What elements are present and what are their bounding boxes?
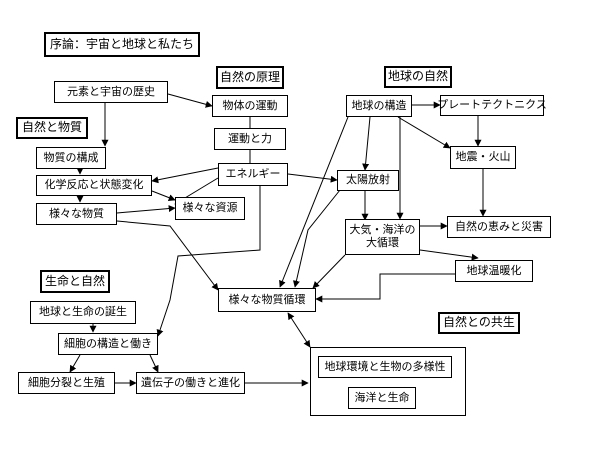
edge-global-warming-to-matter-cycle xyxy=(315,273,455,303)
edge-cell-structure-to-gene xyxy=(149,354,159,373)
node-element-history: 元素と宇宙の歴史 xyxy=(54,81,168,103)
node-various-matter: 様々な物質 xyxy=(36,203,117,225)
edge-energy-to-chemical-reaction xyxy=(151,167,219,184)
node-gene-evolution: 遺伝子の働きと進化 xyxy=(136,372,245,394)
node-environment-diversity: 地球環境と生物の多様性 xyxy=(318,356,452,378)
environment-group-frame xyxy=(310,347,466,416)
edge-element-history-to-object-motion xyxy=(167,93,213,108)
node-quake-volcano: 地震・火山 xyxy=(450,146,516,169)
diagram-title: 序論：宇宙と地球と私たち xyxy=(44,32,200,57)
node-global-warming: 地球温暖化 xyxy=(455,260,533,282)
node-matter-structure: 物質の構成 xyxy=(36,147,106,169)
node-blessings-disasters: 自然の恵みと災害 xyxy=(447,216,551,238)
section-life-and-nature: 生命と自然 xyxy=(40,270,110,293)
node-energy: エネルギー xyxy=(218,163,288,186)
edge-energy-to-solar-radiation xyxy=(287,173,338,183)
edge-atmosphere-to-matter-cycle xyxy=(312,254,346,289)
node-solar-radiation: 太陽放射 xyxy=(337,170,399,191)
node-ocean-life: 海洋と生命 xyxy=(348,387,416,409)
edge-earth-structure-to-matter-cycle xyxy=(279,116,349,288)
node-earth-life-birth: 地球と生命の誕生 xyxy=(30,301,136,324)
section-nature-and-matter: 自然と物質 xyxy=(16,117,88,139)
edge-various-matter-to-matter-cycle xyxy=(116,220,219,291)
edge-chemical-reaction-to-resources xyxy=(151,190,176,201)
section-coexistence: 自然との共生 xyxy=(438,312,520,334)
edge-various-matter-to-resources xyxy=(116,205,176,214)
edge-earth-structure-to-solar xyxy=(362,116,371,171)
node-cell-structure: 細胞の構造と働き xyxy=(58,333,158,355)
section-natural-principles: 自然の原理 xyxy=(216,66,284,89)
edge-atmosphere-to-global-warming xyxy=(419,249,479,261)
node-object-motion: 物体の運動 xyxy=(212,95,288,117)
edge-energy-to-cell-structure xyxy=(156,186,261,337)
node-various-resources: 様々な資源 xyxy=(175,197,245,220)
edge-matter-cycle-environment-group xyxy=(287,312,311,348)
node-chemical-reaction: 化学反応と状態変化 xyxy=(36,175,152,196)
node-atmosphere-ocean: 大気・海洋の大循環 xyxy=(345,219,420,255)
edge-solar-to-matter-cycle xyxy=(292,189,341,288)
section-earth-nature: 地球の自然 xyxy=(384,66,452,88)
node-plate-tectonics: プレートテクトニクス xyxy=(437,95,547,116)
edge-earth-structure-to-quake xyxy=(397,116,451,149)
node-matter-cycle: 様々な物質循環 xyxy=(218,288,316,312)
node-cell-division: 細胞分裂と生殖 xyxy=(18,372,115,394)
node-motion-force: 運動と力 xyxy=(214,128,286,150)
node-earth-structure: 地球の構造 xyxy=(346,95,412,117)
edge-cell-structure-to-cell-division xyxy=(69,354,81,373)
